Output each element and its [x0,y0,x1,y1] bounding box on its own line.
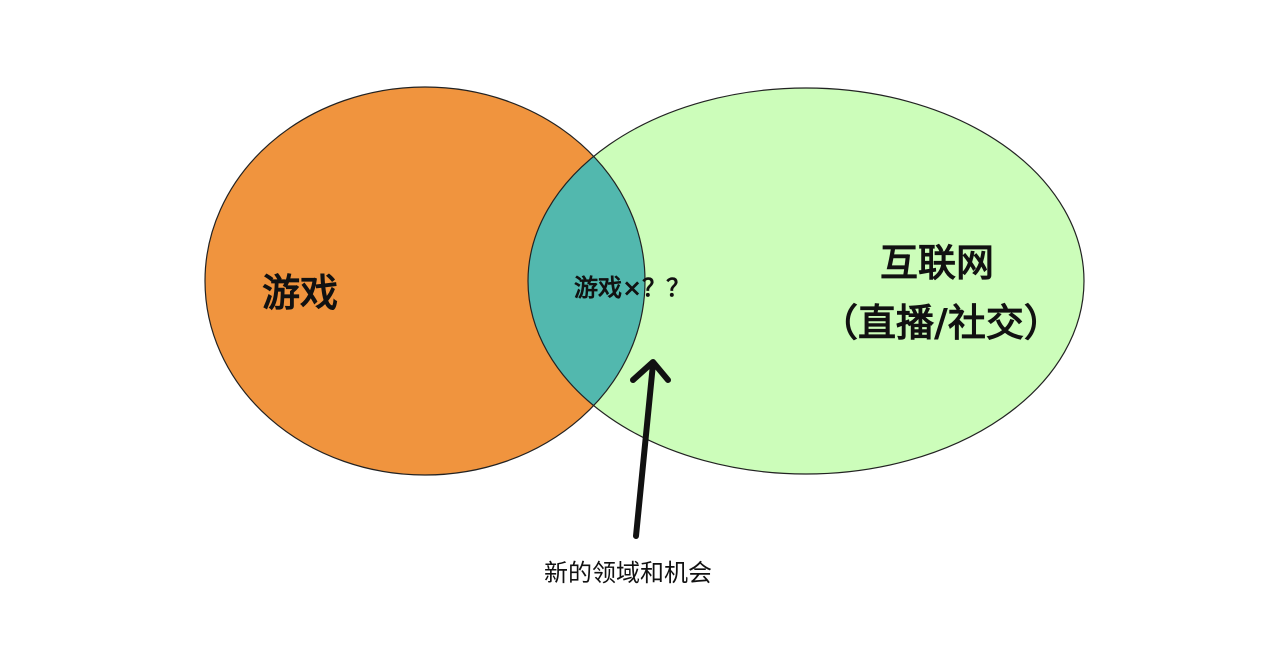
left-set-label: 游戏 [262,271,339,315]
arrow-up-icon [630,359,671,539]
annotation-label: 新的领域和机会 [544,559,712,587]
intersection-label: 游戏×？？ [574,274,691,302]
right-set-label-line2: （直播/社交） [820,301,1062,345]
right-set-label-line1: 互联网 [880,241,995,285]
left-set-ellipse [205,87,645,475]
